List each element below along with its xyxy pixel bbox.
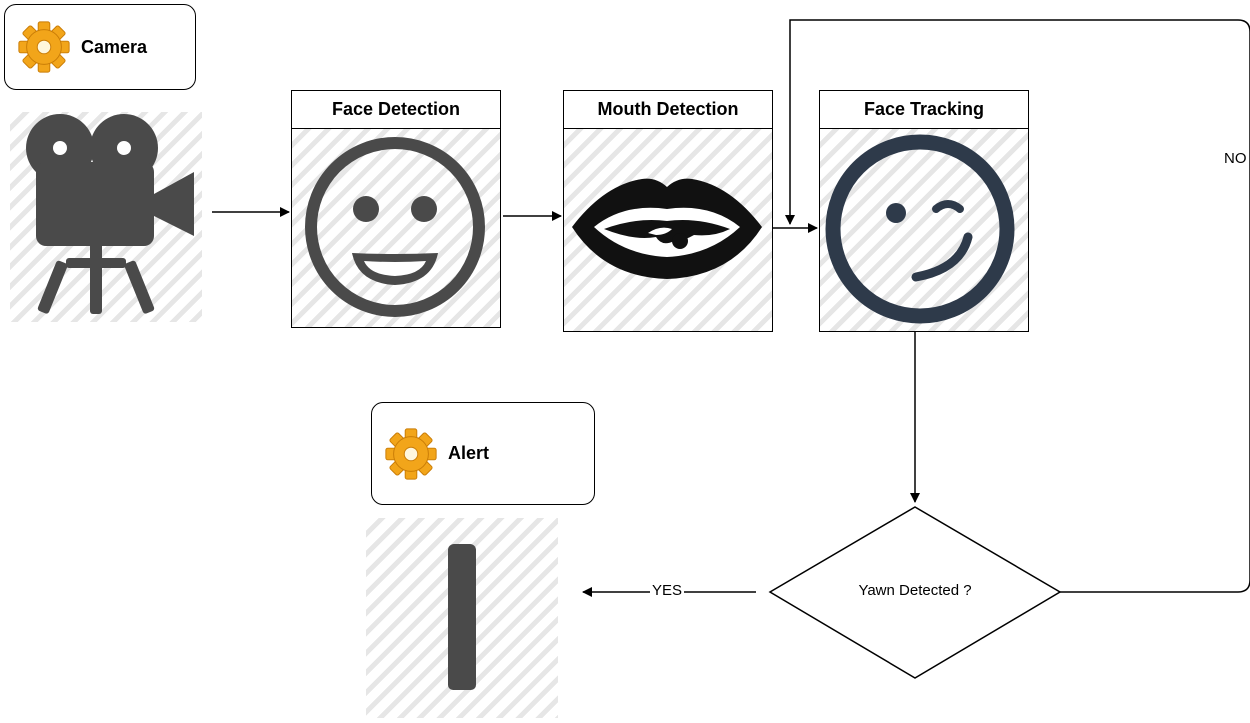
gear-icon [385, 427, 437, 480]
camera-label-box: Camera [4, 4, 196, 90]
exclamation-icon [448, 544, 476, 690]
winking-face-icon [825, 134, 1015, 324]
face-tracking-panel [820, 129, 1028, 331]
face-detection-box: Face Detection [291, 90, 501, 328]
decision-diamond [768, 506, 1062, 679]
face-tracking-box: Face Tracking [819, 90, 1029, 332]
face-tracking-title: Face Tracking [820, 91, 1028, 129]
camera-label: Camera [81, 36, 148, 57]
face-detection-title: Face Detection [292, 91, 500, 129]
face-detection-panel [292, 129, 500, 327]
alert-icon-panel [366, 518, 558, 718]
no-label: NO [1222, 150, 1249, 167]
video-camera-icon [26, 114, 194, 314]
mouth-detection-box: Mouth Detection [563, 90, 773, 332]
alert-label: Alert [448, 443, 490, 463]
mouth-detection-panel [564, 129, 772, 331]
lips-icon [572, 178, 762, 279]
decision-label: Yawn Detected ? [858, 582, 972, 599]
mouth-detection-title: Mouth Detection [564, 91, 772, 129]
gear-icon [18, 21, 70, 73]
edge-no-loop [785, 19, 1250, 593]
alert-label-box: Alert [371, 402, 595, 505]
smiling-face-icon [305, 137, 485, 317]
yes-label: YES [650, 582, 685, 599]
camera-icon-panel [10, 112, 202, 322]
